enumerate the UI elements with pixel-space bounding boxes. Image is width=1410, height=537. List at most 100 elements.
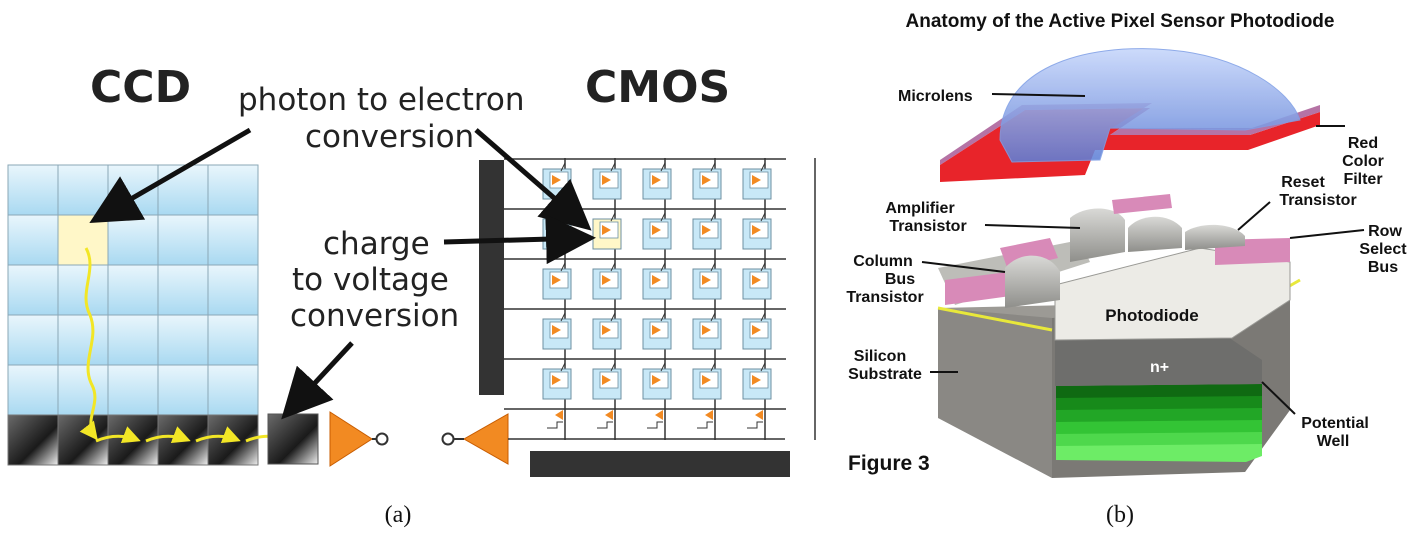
- ccd-output-amplifier-icon: [329, 411, 373, 467]
- cmos-pixel-lead: [660, 262, 666, 272]
- cmos-pixel-lead: [610, 162, 616, 172]
- cmos-pixel-lead: [760, 262, 766, 272]
- cmos-pixel-lead: [660, 362, 666, 372]
- cmos-pixel-lead: [760, 162, 766, 172]
- cmos-pixel-lead: [610, 212, 616, 222]
- potential-well-layer: [1056, 444, 1262, 462]
- cmos-pixel-amplifier-icon: [752, 175, 761, 185]
- cmos-pixel-amplifier-icon: [652, 225, 661, 235]
- ccd-register-cell: [7, 414, 59, 466]
- cmos-pixel-amplifier-icon: [752, 325, 761, 335]
- ccd-pixel-cell: [7, 214, 59, 266]
- cmos-column-amplifier-icon: [705, 410, 713, 420]
- cmos-pixel-lead: [710, 162, 716, 172]
- cmos-pixel-amplifier-icon: [702, 175, 711, 185]
- cmos-pixel: [642, 162, 672, 200]
- photodiode-label: Photodiode: [1105, 306, 1198, 325]
- amplifier-transistor-label: Transistor: [889, 218, 966, 235]
- cmos-pixel-amplifier-icon: [602, 175, 611, 185]
- cmos-title: CMOS: [585, 62, 730, 113]
- charge-pointer-cmos-arrow: [443, 214, 596, 265]
- cmos-row-select-bar: [479, 160, 504, 395]
- cmos-pixel-amplifier-icon: [752, 375, 761, 385]
- ccd-pixel-cell: [157, 314, 209, 366]
- filter-top-surface: [940, 103, 1320, 165]
- register-hop-arrow: [195, 426, 241, 444]
- ccd-pixel-cell: [7, 164, 59, 216]
- figure-number-label: Figure 3: [848, 452, 930, 475]
- cmos-pixel-amplifier-icon: [702, 325, 711, 335]
- ccd-pixel-cell: [57, 364, 109, 416]
- row-select-leader-line: [1289, 229, 1365, 239]
- cmos-pixel-lead: [760, 362, 766, 372]
- substrate-label: Substrate: [848, 366, 922, 383]
- n-plus-layer: [1055, 335, 1262, 386]
- row-select-block: [1185, 224, 1245, 250]
- photon-label-line1: photon to electron: [238, 82, 525, 118]
- ccd-pixel-cell: [157, 164, 209, 216]
- microlens-leader-line: [991, 93, 1086, 97]
- ccd-pixel-grid: [7, 164, 259, 416]
- cmos-pixel: [742, 262, 772, 300]
- panel-b: Anatomy of the Active Pixel Sensor Photo…: [846, 11, 1407, 528]
- ccd-pixel-cell: [107, 264, 159, 316]
- ccd-pixel-cell: [107, 214, 159, 266]
- cmos-pixel-array: [504, 158, 816, 440]
- cmos-pixel: [692, 162, 722, 200]
- cmos-pixel-lead: [610, 262, 616, 272]
- register-hop-arrow: [145, 426, 191, 444]
- cmos-pixel-lead: [760, 212, 766, 222]
- cmos-pixel: [542, 362, 572, 400]
- cmos-column-switch: [747, 421, 763, 429]
- cmos-column-switch: [597, 421, 613, 429]
- amplifier-transistor-block: [1070, 208, 1125, 262]
- cmos-pixel: [642, 312, 672, 350]
- charge-label-line1: charge: [323, 226, 430, 262]
- cmos-pixel: [692, 312, 722, 350]
- cmos-output-terminal: [441, 432, 455, 446]
- reset-transistor-label: Transistor: [1279, 192, 1356, 209]
- caption-b: (b): [1106, 502, 1134, 528]
- cmos-pixel-lead: [710, 262, 716, 272]
- cmos-pixel: [742, 162, 772, 200]
- ccd-pixel-cell: [57, 164, 109, 216]
- potential-well-leader-line: [1261, 381, 1296, 415]
- ccd-pixel-cell: [7, 264, 59, 316]
- cmos-pixel: [592, 362, 622, 400]
- register-hop-arrow: [95, 426, 141, 444]
- ccd-pixel-cell: [57, 264, 109, 316]
- cmos-column-amplifiers: [547, 410, 763, 429]
- cmos-pixel: [542, 212, 572, 250]
- cmos-pixel-lead: [710, 212, 716, 222]
- cmos-column-switch: [547, 421, 563, 429]
- column-bus-leader-line: [921, 261, 1006, 273]
- cmos-column-amplifier-icon: [655, 410, 663, 420]
- column-bus-transistor-block: [1005, 255, 1060, 308]
- cmos-pixel-amplifier-icon: [652, 175, 661, 185]
- ccd-pixel-cell: [157, 214, 209, 266]
- photon-pointer-cmos-arrow: [474, 128, 592, 231]
- caption-a: (a): [385, 502, 412, 528]
- n-plus-label: n+: [1150, 359, 1169, 376]
- microlens-label: Microlens: [898, 88, 973, 105]
- amplifier-label: Amplifier: [885, 200, 954, 217]
- cmos-pixel-lead: [660, 212, 666, 222]
- cmos-pixel-lead: [760, 312, 766, 322]
- cmos-pixel-amplifier-icon: [752, 275, 761, 285]
- ccd-highlight-pixel: [57, 214, 109, 266]
- cmos-pixel-amplifier-icon: [652, 325, 661, 335]
- ccd-output-node: [267, 413, 319, 465]
- panel-b-title: Anatomy of the Active Pixel Sensor Photo…: [906, 11, 1335, 32]
- cmos-pixel-amplifier-icon: [552, 375, 561, 385]
- reset-transistor-block: [1128, 216, 1182, 252]
- ccd-pixel-cell: [157, 264, 209, 316]
- ccd-output-terminal: [375, 432, 389, 446]
- charge-label-line3: conversion: [290, 298, 459, 334]
- charge-pointer-ccd-arrow: [281, 341, 354, 420]
- ccd-pixel-cell: [7, 314, 59, 366]
- cmos-pixel: [592, 212, 622, 250]
- cmos-pixel-amplifier-icon: [702, 225, 711, 235]
- row-label: Row: [1368, 223, 1402, 240]
- substrate-oxide-line-left: [937, 306, 1053, 332]
- cmos-pixel-amplifier-icon: [702, 375, 711, 385]
